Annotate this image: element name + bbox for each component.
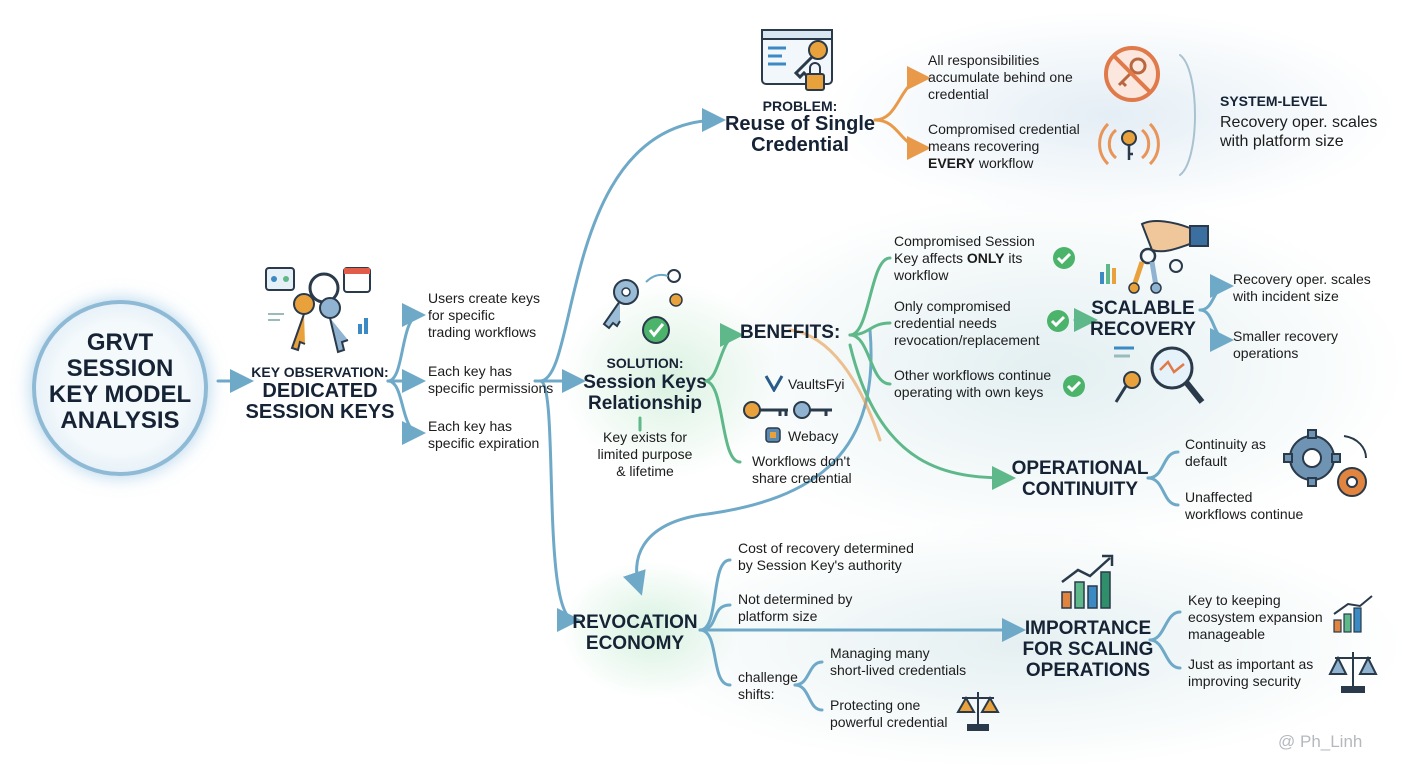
two-keys-icon <box>743 401 832 419</box>
benefit-2: Only compromised credential needs revoca… <box>894 298 1040 348</box>
challenge-shifts-label: challenge shifts: <box>738 669 798 702</box>
vendor-vaultsfyi: VaultsFyi <box>788 376 845 392</box>
problem-item-2: Compromised credential means recovering … <box>928 121 1080 171</box>
observation-item-2: Each key has specific permissions <box>428 363 554 396</box>
webacy-logo-icon <box>765 427 781 443</box>
problem-item-1: All responsibilities accumulate behind o… <box>928 52 1073 102</box>
observation-item-3: Each key has specific expiration <box>428 418 540 451</box>
key-check-icon <box>602 269 683 344</box>
bg-blob-importance <box>620 520 1408 770</box>
bg-blob-benefits <box>690 190 1408 550</box>
observation-title: DEDICATED SESSION KEYS <box>245 380 395 423</box>
scalable-item-2: Smaller recovery operations <box>1233 328 1339 361</box>
check-icon-3 <box>1063 375 1085 397</box>
importance-title: IMPORTANCE FOR SCALING OPERATIONS <box>1022 618 1154 681</box>
operational-continuity-title: OPERATIONAL CONTINUITY <box>1011 458 1149 500</box>
vendor-webacy: Webacy <box>788 428 839 444</box>
importance-item-2: Just as important as improving security <box>1188 656 1314 689</box>
bar-growth-icon-small <box>1333 595 1373 633</box>
importance-item-1: Key to keeping ecosystem expansion manag… <box>1188 592 1323 642</box>
locked-key-window-icon <box>761 29 833 91</box>
revocation-item-2: Not determined by platform size <box>738 591 853 624</box>
bg-blob-solution <box>560 280 780 480</box>
observation-item-1: Users create keys for specific trading w… <box>428 290 541 340</box>
observation-label: KEY OBSERVATION: <box>251 364 389 380</box>
benefit-3: Other workflows continue operating with … <box>894 367 1052 400</box>
scales-icon <box>1328 652 1378 693</box>
solution-title: Session Keys Relationship <box>583 372 707 414</box>
solution-note: Key exists for limited purpose & lifetim… <box>597 429 693 479</box>
no-key-icon <box>1104 46 1160 102</box>
alert-key-icon <box>1098 122 1160 166</box>
benefits-title: BENEFITS: <box>740 322 841 343</box>
growth-chart-icon <box>1061 554 1114 609</box>
continuity-item-2: Unaffected workflows continue <box>1185 489 1304 522</box>
watermark: @ Ph_Linh <box>1278 732 1363 751</box>
center-circle <box>32 300 208 476</box>
bg-blob-problem <box>820 10 1400 220</box>
benefit-1: Compromised Session Key affects ONLY its… <box>894 233 1035 283</box>
magnifier-key-icon <box>1114 346 1205 404</box>
check-icon-1 <box>1053 247 1075 269</box>
scalable-recovery-title: SCALABLE RECOVERY <box>1090 298 1196 340</box>
solution-label: SOLUTION: <box>606 355 684 371</box>
workflows-note: Workflows don't share credential <box>752 453 852 486</box>
keys-ring-icon <box>265 267 371 354</box>
vaultsfyi-logo-icon <box>764 375 784 392</box>
system-level-text: Recovery oper. scales with platform size <box>1220 114 1378 150</box>
problem-label: PROBLEM: <box>762 98 838 114</box>
shift-item-2: Protecting one powerful credential <box>830 697 948 730</box>
problem-title: Reuse of Single Credential <box>724 113 876 156</box>
gears-icon <box>1283 429 1367 497</box>
revocation-economy-title: REVOCATION ECONOMY <box>572 612 698 654</box>
system-level-label: SYSTEM-LEVEL <box>1220 93 1328 109</box>
scalable-item-1: Recovery oper. scales with incident size <box>1233 271 1371 304</box>
check-icon-2 <box>1047 310 1069 332</box>
revocation-item-1: Cost of recovery determined by Session K… <box>738 540 914 573</box>
hand-holding-keys-icon <box>1100 220 1209 294</box>
scales-icon-small <box>956 692 1000 731</box>
continuity-item-1: Continuity as default <box>1185 436 1266 469</box>
center-title: GRVT SESSION KEY MODEL ANALYSIS <box>48 329 192 434</box>
shift-item-1: Managing many short-lived credentials <box>830 645 967 678</box>
